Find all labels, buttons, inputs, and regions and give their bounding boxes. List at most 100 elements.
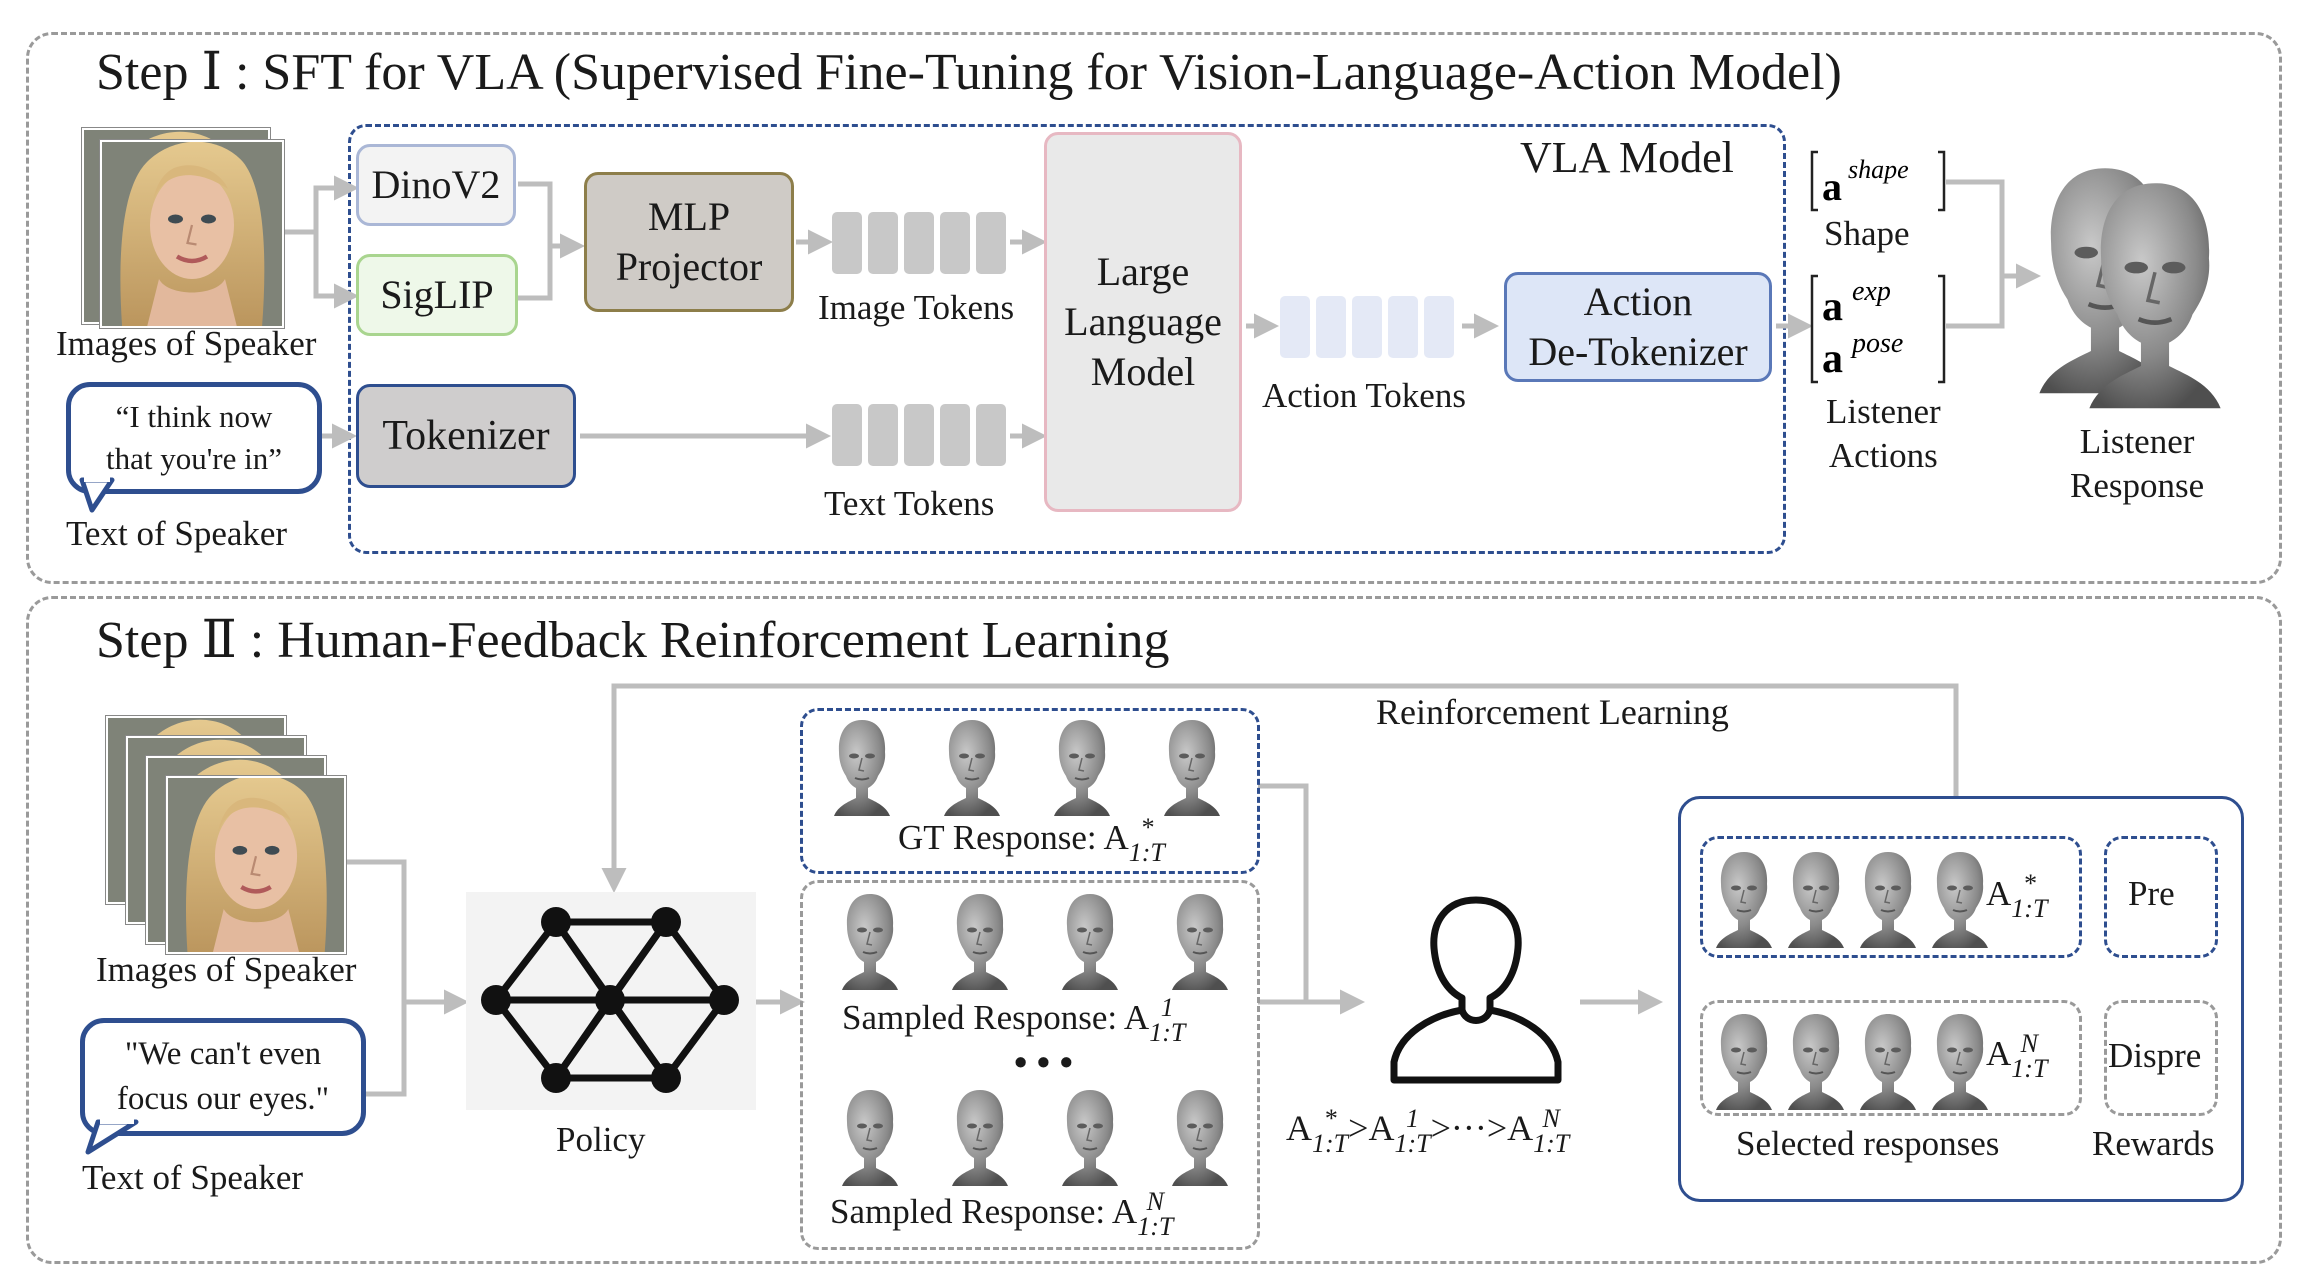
listener-response-line2: Response [2070,465,2205,505]
listener-actions-label: Listener Actions [1826,390,1941,478]
3d-head-icon [1160,716,1224,816]
shape-sup: shape [1848,155,1909,184]
gt-sub: 1:T [1128,837,1165,867]
dispre-reward-label: Dispre [2108,1036,2202,1075]
3d-head-icon [830,716,894,816]
sampled-N-sub: 1:T [1137,1211,1174,1241]
3d-head-icon [838,890,902,990]
gt-head-row [830,716,1224,816]
tokenizer-box: Tokenizer [356,384,576,488]
gt-response-box [800,708,1260,874]
llm-box: Large Language Model [1044,132,1242,512]
shape-a: a [1822,164,1842,209]
3d-head-icon [940,716,1004,816]
step2-speech-line2: focus our eyes." [116,1081,330,1117]
step1-panel [26,32,2282,584]
step1-title: Step Ⅰ : SFT for VLA (Supervised Fine-Tu… [96,44,1842,101]
3d-head-icon [838,1086,902,1186]
sampled-responses-box [800,880,1260,1250]
llm-line2: Language [1064,299,1222,344]
action-detokenizer-box: Action De-Tokenizer [1504,272,1772,382]
listener-actions-line1: Listener [1826,392,1941,431]
human-person-icon [1390,896,1562,1084]
pose-a: a [1822,336,1843,382]
sampledN-head-row [838,1086,1232,1186]
listener-actions-line2: Actions [1828,435,1938,475]
dispre-reward-box [2104,1000,2218,1116]
gt-response-label: GT Response: A *1:T [898,813,1165,867]
mlp-line1: MLP [647,194,731,239]
action-tokens [1280,296,1454,358]
3d-head-icon [1712,1010,1776,1110]
step2-images-label: Images of Speaker [96,950,357,989]
step2-speech-bubble: "We can't even focus our eyes." [80,1018,366,1136]
selected-responses-label: Selected responses [1736,1124,2000,1163]
mlp-line2: Projector [615,244,763,289]
policy-label: Policy [556,1120,646,1159]
3d-head-icon [948,890,1012,990]
step1-speech-line1: “I think now [115,399,273,435]
step2-speech-line1: "We can't even [124,1036,322,1073]
llm-line3: Model [1090,349,1196,394]
sampled-1-text: Sampled Response: A [842,998,1150,1037]
step1-bubble-tail [79,476,115,513]
pose-sup: pose [1850,328,1903,359]
dispre-reward-clip: Dispre [2106,1002,2210,1108]
listener-response-label: Listener Response [2070,420,2204,508]
detok-line2: De-Tokenizer [1528,329,1748,374]
pre-reward-box [2104,836,2218,958]
sampled-N-text: Sampled Response: A [830,1192,1138,1231]
gt-sup: * [1140,813,1154,843]
3d-head-icon [1784,848,1848,948]
step2-panel [26,596,2282,1264]
neural-network-icon [481,907,739,1093]
step2-bubble-tail [85,1118,139,1155]
sampled-1-sub: 1:T [1149,1017,1186,1047]
3d-head-icon [1168,890,1232,990]
listener-response-line1: Listener [2079,422,2195,461]
speaker-photo-stack-front [166,776,346,954]
step2-title: Step Ⅱ : Human-Feedback Reinforcement Le… [96,612,1170,669]
ellipsis-dots: • • • [1014,1042,1073,1084]
3d-head-icon [1712,848,1776,948]
selected-rewards-container [1678,796,2244,1202]
3d-head-icon [1928,848,1992,948]
pre-reward-label: Pre [2128,874,2175,913]
text-tokens [832,404,1006,466]
image-tokens [832,212,1006,274]
sampled-N-sup: N [1146,1187,1164,1217]
text-tokens-label: Text Tokens [824,484,995,523]
3d-head-icon [948,1086,1012,1186]
step1-text-label: Text of Speaker [66,514,288,553]
3d-head-icon [1784,1010,1848,1110]
speaker-photo [100,140,284,328]
3d-head-icon [1168,1086,1232,1186]
3d-head-icon [1928,1010,1992,1110]
step2-text-label: Text of Speaker [82,1158,304,1197]
sampled1-head-row [838,890,1232,990]
exp-a: a [1822,284,1843,330]
selected-dispreferred-box [1700,1000,2082,1116]
rl-label: Reinforcement Learning [1376,692,1729,732]
llm-line1: Large [1096,249,1190,294]
vla-model-label: VLA Model [1520,133,1734,182]
preferred-head-row [1712,848,1992,948]
exp-sup: exp [1852,276,1891,307]
listener-exp-pose-vector: a exp a pose [1810,274,1946,384]
rewards-label: Rewards [2092,1124,2215,1163]
gt-response-text: GT Response: A [898,818,1129,857]
dinov2-box: DinoV2 [356,144,516,226]
vla-model-container [348,124,1786,554]
3d-head-icon [1856,1010,1920,1110]
step1-connectors [280,175,2041,449]
action-tokens-label: Action Tokens [1262,376,1466,415]
sampled-1-sup: 1 [1160,993,1174,1023]
selected-preferred-box [1700,836,2082,958]
step1-images-label: Images of Speaker [56,324,317,363]
shape-label: Shape [1824,214,1910,253]
